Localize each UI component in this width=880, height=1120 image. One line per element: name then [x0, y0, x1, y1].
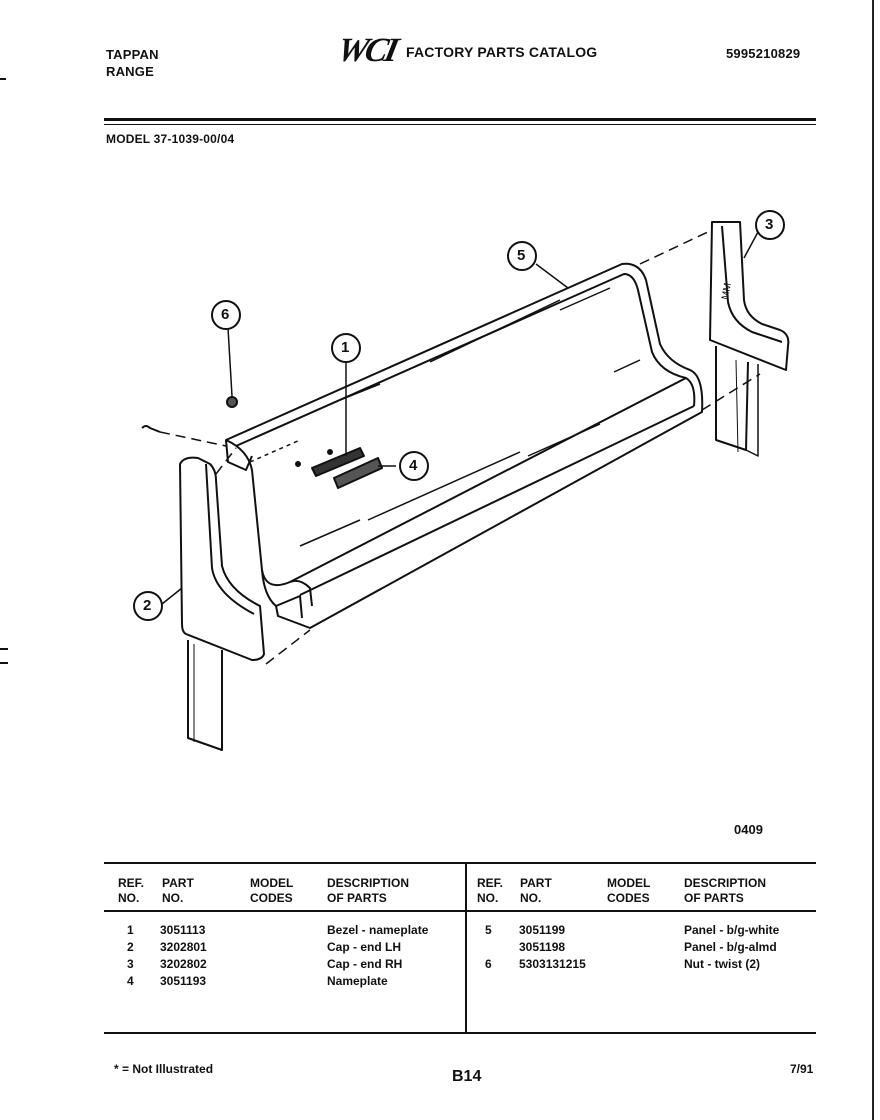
description: Panel - b/g-white [684, 923, 780, 937]
description: Bezel - nameplate [327, 923, 429, 937]
table-header-rule [104, 910, 816, 912]
table-bottom-rule [104, 1032, 816, 1034]
figure-code: 0409 [734, 822, 763, 837]
model-number: MODEL 37-1039-00/04 [106, 132, 235, 146]
header-rule-thin [104, 124, 816, 125]
ref-no: 2 [127, 940, 134, 954]
part-no: 3051193 [160, 974, 207, 988]
ref-no: 3 [127, 957, 134, 971]
end-cap-right: MM [709, 221, 790, 457]
fastener-parts [141, 396, 238, 433]
part-no: 3051198 [519, 940, 566, 954]
backguard-panel [225, 262, 704, 629]
callout-label-1: 1 [341, 339, 350, 356]
end-cap-left [179, 456, 265, 751]
description: Panel - b/g-almd [684, 940, 777, 954]
part-no: 5303131215 [519, 957, 586, 971]
part-no: 3051199 [519, 923, 566, 937]
nameplate-parts [295, 447, 383, 489]
part-no: 3202801 [160, 940, 207, 954]
brand-line1: TAPPAN [106, 47, 159, 62]
col-ref-header-right: REF.NO. [477, 876, 504, 905]
ref-no: 1 [127, 923, 134, 937]
catalog-title: FACTORY PARTS CATALOG [406, 44, 598, 60]
not-illustrated-note: * = Not Illustrated [114, 1062, 214, 1076]
callout-label-3: 3 [765, 216, 774, 233]
callout-group [133, 210, 785, 621]
scan-edge-mark [0, 648, 8, 650]
description: Cap - end LH [327, 940, 401, 954]
col-ref-header-left: REF.NO. [118, 876, 145, 905]
callout-label-4: 4 [409, 457, 418, 474]
description: Nameplate [327, 974, 388, 988]
description: Nut - twist (2) [684, 957, 760, 971]
leader-lines [161, 231, 759, 605]
description: Cap - end RH [327, 957, 403, 971]
ref-no: 6 [485, 957, 492, 971]
brand-line2: RANGE [106, 64, 154, 79]
ref-no: 4 [127, 974, 134, 988]
part-no: 3202802 [160, 957, 207, 971]
header-rule-thick [104, 118, 816, 121]
part-no: 3051113 [160, 923, 206, 937]
table-divider [465, 862, 467, 1034]
assembly-lines [159, 229, 761, 665]
ref-no: 5 [485, 923, 492, 937]
callout-label-5: 5 [517, 247, 526, 264]
scan-edge-mark [0, 662, 8, 664]
callout-label-2: 2 [143, 597, 152, 614]
exploded-parts-diagram: MM [133, 210, 790, 751]
table-top-rule [104, 862, 816, 864]
callout-label-6: 6 [221, 306, 230, 323]
footer-date: 7/91 [790, 1062, 814, 1076]
page-code: B14 [452, 1068, 482, 1085]
scan-edge-mark [0, 78, 6, 80]
scan-edge-mark [872, 0, 874, 1120]
svg-text:MM: MM [720, 282, 734, 300]
catalog-number: 5995210829 [726, 46, 801, 61]
